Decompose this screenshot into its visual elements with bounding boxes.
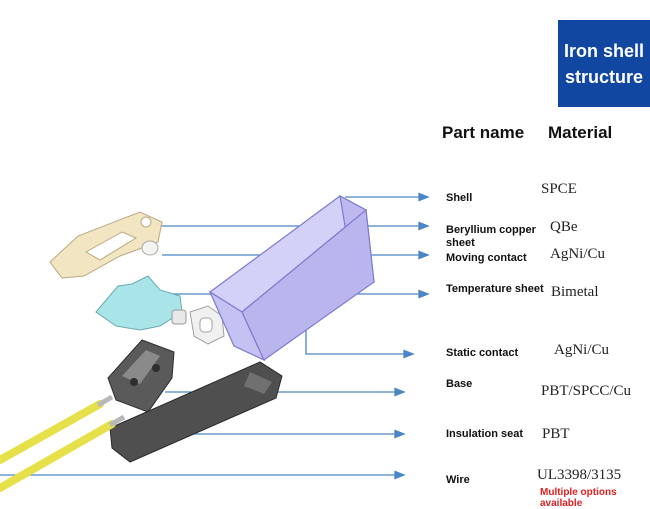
part-name-header: Part name <box>442 123 525 142</box>
material-insulation-seat: PBT <box>542 426 570 442</box>
shell-part <box>208 194 375 362</box>
base-part <box>107 339 175 413</box>
material-beryllium: QBe <box>550 219 578 235</box>
moving-contact-part <box>141 240 159 256</box>
part-label-wire: Wire <box>446 474 470 486</box>
part-label-insulation-seat: Insulation seat <box>446 428 524 440</box>
static-contact-part <box>171 305 225 345</box>
material-moving-contact: AgNi/Cu <box>550 246 606 262</box>
material-header: Material <box>548 123 613 142</box>
leader-lines <box>0 192 430 480</box>
material-shell: SPCE <box>541 181 577 197</box>
arrow-head-beryllium <box>418 221 430 231</box>
options-note: Multiple options available <box>540 487 617 509</box>
part-label-shell: Shell <box>446 192 473 204</box>
arrow-head-static-contact <box>403 349 415 359</box>
badge-line-2: structure <box>564 66 644 87</box>
arrow-head-insulation <box>394 429 406 439</box>
material-wire: UL3398/3135 <box>537 467 622 483</box>
part-label-moving-contact: Moving contact <box>446 252 527 264</box>
part-label-beryllium: Beryllium copper sheet <box>446 224 536 249</box>
material-static-contact: AgNi/Cu <box>554 342 610 358</box>
arrow-head-moving-contact <box>418 250 430 260</box>
arrow-head-wire <box>394 470 406 480</box>
insulation-seat-part <box>109 361 283 463</box>
material-temperature-sheet: Bimetal <box>551 284 599 300</box>
material-base: PBT/SPCC/Cu <box>541 383 632 399</box>
part-label-temperature-sheet: Temperature sheet <box>446 283 544 295</box>
arrow-head-temperature <box>418 289 430 299</box>
iron-shell-structure-badge: Iron shell structure <box>558 20 650 107</box>
wire-part <box>0 394 126 492</box>
badge-line-1: Iron shell <box>563 40 644 61</box>
arrow-head-base <box>394 387 406 397</box>
arrow-head-shell <box>418 192 430 202</box>
part-label-static-contact: Static contact <box>446 347 519 359</box>
part-label-base: Base <box>446 378 473 390</box>
beryllium-bracket <box>49 211 163 279</box>
bimetal-sheet <box>95 275 183 331</box>
